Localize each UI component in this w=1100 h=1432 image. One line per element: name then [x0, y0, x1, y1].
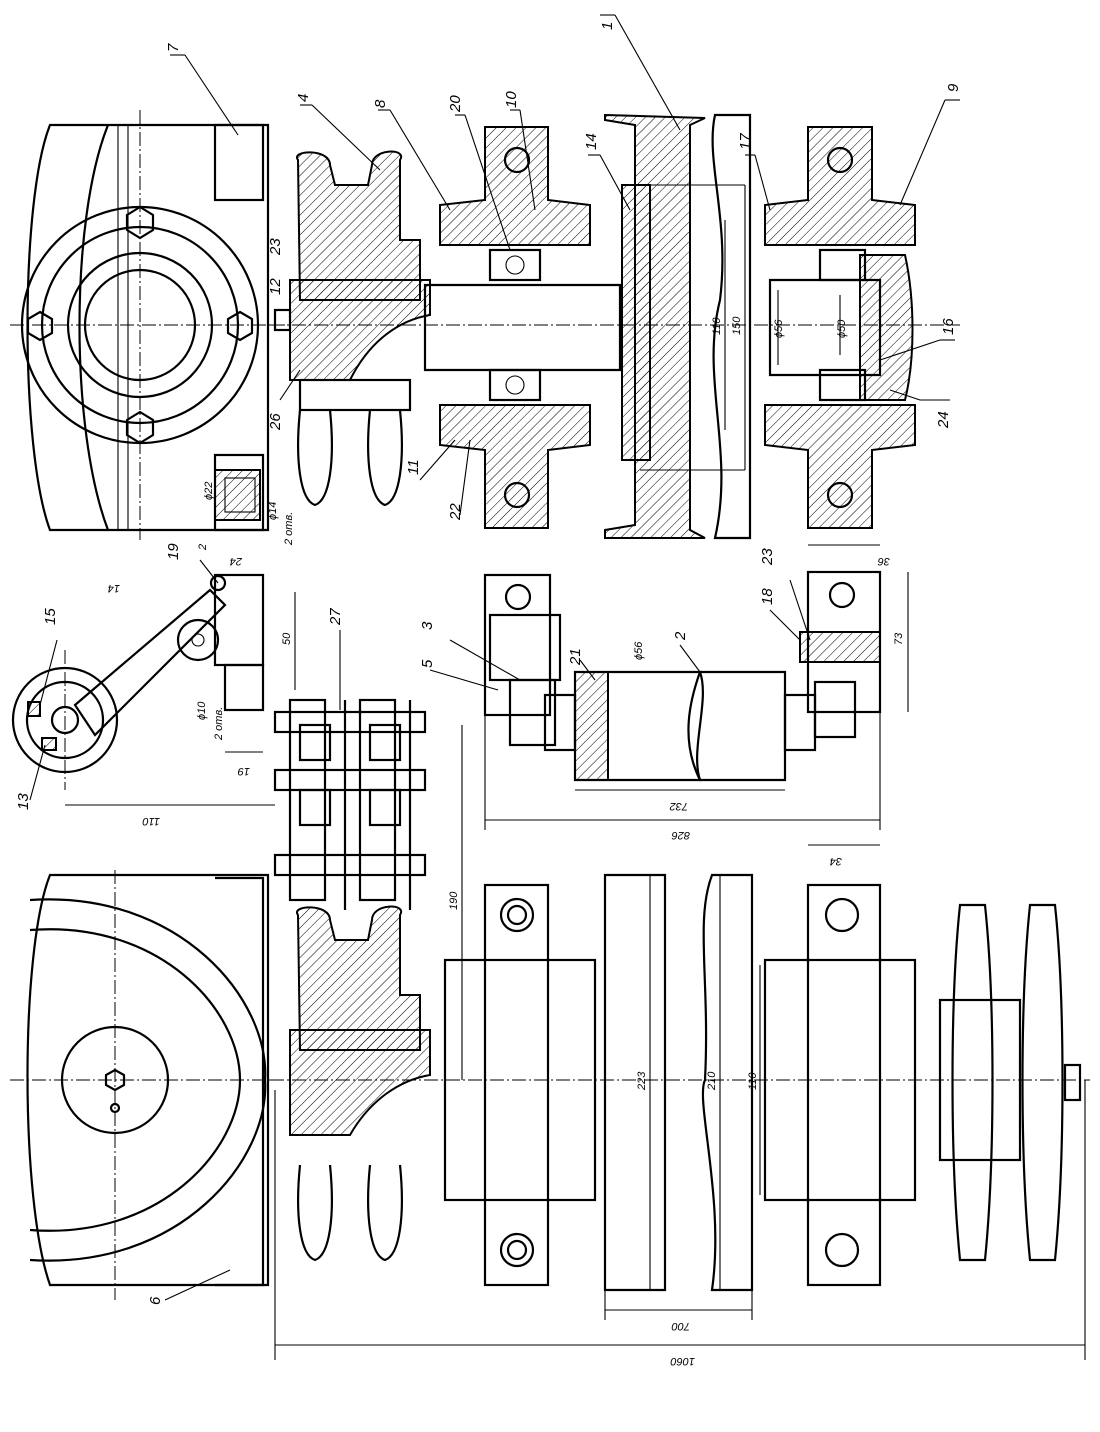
- dim-phi56-mid: ϕ56: [633, 641, 645, 660]
- part-label-14: 14: [583, 133, 600, 150]
- part-label-15: 15: [42, 608, 59, 625]
- dim-2-holes-mid: 2 отв.: [213, 707, 225, 741]
- sprocket-top: [273, 150, 431, 507]
- housing-end-view-top: [10, 110, 285, 540]
- dim-110-bottom: 110: [747, 1072, 759, 1090]
- dim-14: 14: [108, 582, 120, 594]
- part-label-6: 6: [147, 1296, 164, 1305]
- assembly-plan-bottom: [270, 873, 1090, 1292]
- part-label-2: 2: [672, 631, 689, 641]
- dim-826: 826: [671, 829, 690, 841]
- dim-36: 36: [877, 555, 890, 567]
- leader-lines: [29, 14, 960, 1301]
- dim-phi10: ϕ10: [196, 701, 208, 720]
- part-label-13: 13: [15, 793, 32, 810]
- part-label-16: 16: [940, 318, 957, 335]
- part-label-23-mid: 23: [759, 548, 776, 566]
- dim-phi56-top: ϕ56: [773, 319, 785, 338]
- part-label-27: 27: [327, 608, 344, 626]
- dim-732: 732: [670, 800, 688, 812]
- dim-34: 34: [830, 855, 842, 867]
- part-label-10: 10: [503, 91, 520, 108]
- dim-223: 223: [636, 1071, 648, 1091]
- bearing-housing-left-top: [439, 126, 591, 529]
- lever-assembly: [11, 573, 265, 790]
- tension-shaft-assembly: [483, 570, 882, 782]
- dim-210: 210: [706, 1071, 718, 1091]
- dim-phi50: ϕ50: [836, 319, 848, 338]
- part-label-22: 22: [447, 503, 464, 521]
- dim-50: 50: [281, 632, 293, 645]
- dim-2-holes-top: 2 отв.: [283, 512, 295, 546]
- part-label-24: 24: [935, 411, 952, 429]
- part-label-1: 1: [599, 22, 616, 30]
- dim-110-top: 110: [711, 317, 723, 335]
- part-label-19: 19: [165, 543, 182, 560]
- dim-phi22: ϕ22: [203, 482, 215, 500]
- part-label-8: 8: [372, 99, 389, 108]
- part-label-4: 4: [295, 94, 312, 102]
- part-label-9: 9: [945, 83, 962, 92]
- part-label-17: 17: [737, 133, 754, 150]
- part-label-11: 11: [405, 459, 422, 475]
- dim-phi14: ϕ14: [267, 502, 279, 520]
- dim-190: 190: [448, 891, 460, 910]
- part-label-5: 5: [419, 659, 436, 668]
- part-label-21: 21: [567, 648, 584, 666]
- dim-700: 700: [671, 1320, 690, 1332]
- part-label-7: 7: [165, 43, 182, 52]
- part-labels: 7 4 8 20 10 1 14 17 9 16 24 23 12 26 11 …: [15, 22, 962, 1305]
- dim-150: 150: [731, 316, 743, 335]
- part-label-23-top: 23: [267, 238, 284, 256]
- dim-73: 73: [893, 632, 905, 645]
- part-label-3: 3: [419, 621, 436, 630]
- dim-110-lever: 110: [142, 815, 160, 827]
- dim-1060: 1060: [670, 1355, 695, 1367]
- dim-2: 2: [197, 544, 209, 551]
- part-label-18: 18: [759, 588, 776, 605]
- dimension-lines: [65, 184, 1086, 1360]
- dim-19: 19: [238, 765, 250, 777]
- dim-24: 24: [230, 555, 243, 567]
- dimension-labels: 110 150 ϕ56 ϕ50 ϕ22 ϕ14 2 отв. 2 24 14 5…: [108, 316, 905, 1367]
- part-label-26: 26: [267, 413, 284, 431]
- chain: [273, 698, 427, 910]
- shaft-drum-top: [270, 113, 960, 540]
- part-label-20: 20: [447, 95, 464, 113]
- part-label-12: 12: [267, 278, 284, 295]
- housing-end-view-bottom: [10, 870, 280, 1300]
